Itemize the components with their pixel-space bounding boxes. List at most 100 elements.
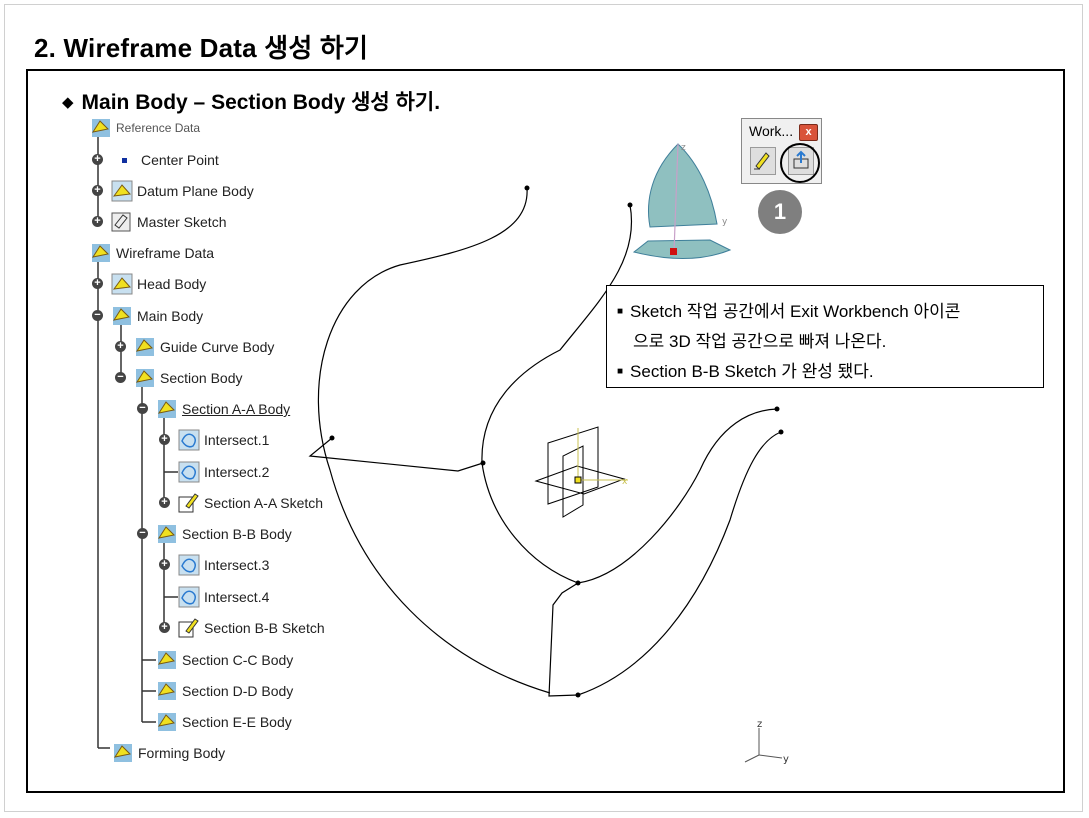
expand-icon[interactable]: + xyxy=(92,278,103,289)
expand-icon[interactable]: + xyxy=(159,559,170,570)
expand-icon[interactable]: + xyxy=(159,622,170,633)
expand-icon[interactable]: + xyxy=(92,154,103,165)
tree-item-reference-data[interactable]: Reference Data xyxy=(90,116,200,140)
svg-text:z: z xyxy=(681,143,686,153)
tree-item-label: Section E-E Body xyxy=(182,714,292,730)
outer-guide-curve xyxy=(317,187,551,694)
compass-axes xyxy=(744,728,783,763)
expand-icon[interactable]: + xyxy=(159,434,170,445)
body-icon xyxy=(111,273,133,295)
tree-item-forming-body[interactable]: Forming Body xyxy=(112,741,225,765)
datum-plane-vertical-2 xyxy=(562,445,584,518)
expand-icon[interactable]: + xyxy=(115,341,126,352)
point xyxy=(575,692,581,698)
close-button[interactable]: x xyxy=(799,124,818,141)
tree-item-label: Section C-C Body xyxy=(182,652,294,668)
highlight-circle xyxy=(780,143,820,183)
intersect-icon xyxy=(178,429,200,451)
tree-item-intersect-4[interactable]: Intersect.4 xyxy=(159,585,269,609)
tree-item-label: Intersect.4 xyxy=(204,589,270,605)
point xyxy=(627,202,633,208)
tree-item-section-c-c-body[interactable]: Section C-C Body xyxy=(156,648,293,672)
intersect-icon xyxy=(178,554,200,576)
tree-item-label: Wireframe Data xyxy=(116,245,215,261)
tree-item-main-body[interactable]: − Main Body xyxy=(92,304,203,328)
sketch-preview-icon: z y xyxy=(632,143,732,259)
datum-body-icon xyxy=(111,180,133,202)
tree-item-label: Section Body xyxy=(160,370,243,386)
expand-icon[interactable]: + xyxy=(92,185,103,196)
body-icon xyxy=(157,651,176,669)
sketch-tool-icon xyxy=(754,152,770,170)
tree-item-section-b-b-sketch[interactable]: + Section B-B Sketch xyxy=(159,616,325,640)
note-text: 으로 3D 작업 공간으로 빠져 나온다. xyxy=(633,332,887,351)
collapse-icon[interactable]: − xyxy=(137,528,148,539)
expand-icon[interactable]: + xyxy=(159,497,170,508)
tree-item-label: Intersect.2 xyxy=(204,464,270,480)
tree-item-guide-curve-body[interactable]: + Guide Curve Body xyxy=(115,335,274,359)
svg-text:y: y xyxy=(722,217,728,227)
note-line-2: 으로 3D 작업 공간으로 빠져 나온다. xyxy=(633,327,886,352)
section-heading-text: Main Body – Section Body 생성 하기. xyxy=(81,91,441,114)
tree-item-head-body[interactable]: + Head Body xyxy=(92,272,206,296)
collapse-icon[interactable]: − xyxy=(115,372,126,383)
square-bullet-icon: ■ xyxy=(617,366,624,377)
point xyxy=(329,435,335,441)
tree-item-section-a-a-sketch[interactable]: + Section A-A Sketch xyxy=(159,491,323,515)
collapse-icon[interactable]: − xyxy=(137,403,148,414)
body-icon xyxy=(157,525,176,543)
outer-arc-curve xyxy=(577,431,782,696)
tree-item-intersect-3[interactable]: + Intersect.3 xyxy=(159,553,269,577)
section-b-sketch-line xyxy=(548,582,579,697)
point xyxy=(524,185,530,191)
datum-planes xyxy=(534,426,628,518)
body-icon xyxy=(91,244,110,262)
tree-item-wireframe-data[interactable]: Wireframe Data xyxy=(90,241,214,265)
diamond-bullet-icon: ◆ xyxy=(62,94,74,111)
tree-item-section-body[interactable]: − Section Body xyxy=(115,366,243,390)
compass-z-label: z xyxy=(757,719,762,730)
tree-item-datum-plane-body[interactable]: + Datum Plane Body xyxy=(92,179,254,203)
expand-icon[interactable]: + xyxy=(92,216,103,227)
tree-item-section-a-a-body[interactable]: − Section A-A Body xyxy=(137,397,290,421)
tree-connectors xyxy=(97,133,178,749)
note-text: Sketch 작업 공간에서 Exit Workbench 아이콘 xyxy=(630,302,961,321)
tree-item-label: Master Sketch xyxy=(137,214,227,230)
datum-x-label: x xyxy=(622,477,628,487)
body-icon xyxy=(112,307,131,325)
curve-points xyxy=(329,185,784,698)
page-title: 2. Wireframe Data 생성 하기 xyxy=(34,33,369,63)
section-a-sketch-line xyxy=(308,437,484,472)
sketch-icon xyxy=(111,212,131,232)
body-icon xyxy=(113,744,132,762)
tree-item-label: Reference Data xyxy=(116,121,201,135)
slide-border xyxy=(4,4,1083,812)
tree-item-section-b-b-body[interactable]: − Section B-B Body xyxy=(137,522,292,546)
intersect-icon xyxy=(178,461,200,483)
collapse-icon[interactable]: − xyxy=(92,310,103,321)
tree-item-section-d-d-body[interactable]: Section D-D Body xyxy=(156,679,293,703)
tree-item-label: Section A-A Body xyxy=(182,401,291,417)
tree-item-master-sketch[interactable]: + Master Sketch xyxy=(92,210,226,234)
tree-item-section-e-e-body[interactable]: Section E-E Body xyxy=(156,710,292,734)
tree-item-intersect-2[interactable]: Intersect.2 xyxy=(159,460,269,484)
inner-arc-curve xyxy=(577,408,778,584)
step-badge: 1 xyxy=(758,190,802,234)
tree-item-label: Section B-B Sketch xyxy=(204,620,325,636)
tree-item-label: Intersect.3 xyxy=(204,557,270,573)
section-heading: ◆ Main Body – Section Body 생성 하기. xyxy=(62,86,440,116)
note-text: Section B-B Sketch 가 완성 됐다. xyxy=(630,362,874,381)
note-line-1: ■Sketch 작업 공간에서 Exit Workbench 아이콘 xyxy=(617,297,960,322)
body-icon xyxy=(157,400,176,418)
sketch-tool-button[interactable] xyxy=(750,147,776,175)
note-box: ■Sketch 작업 공간에서 Exit Workbench 아이콘 으로 3D… xyxy=(606,285,1044,388)
point-icon xyxy=(122,157,127,163)
intersect-icon xyxy=(178,586,200,608)
tree-item-center-point[interactable]: + Center Point xyxy=(92,148,219,172)
point xyxy=(480,460,486,466)
tree-item-intersect-1[interactable]: + Intersect.1 xyxy=(159,428,269,452)
datum-plane-horizontal xyxy=(534,465,626,495)
tree-item-label: Forming Body xyxy=(138,745,226,761)
tree-item-label: Main Body xyxy=(137,308,204,324)
